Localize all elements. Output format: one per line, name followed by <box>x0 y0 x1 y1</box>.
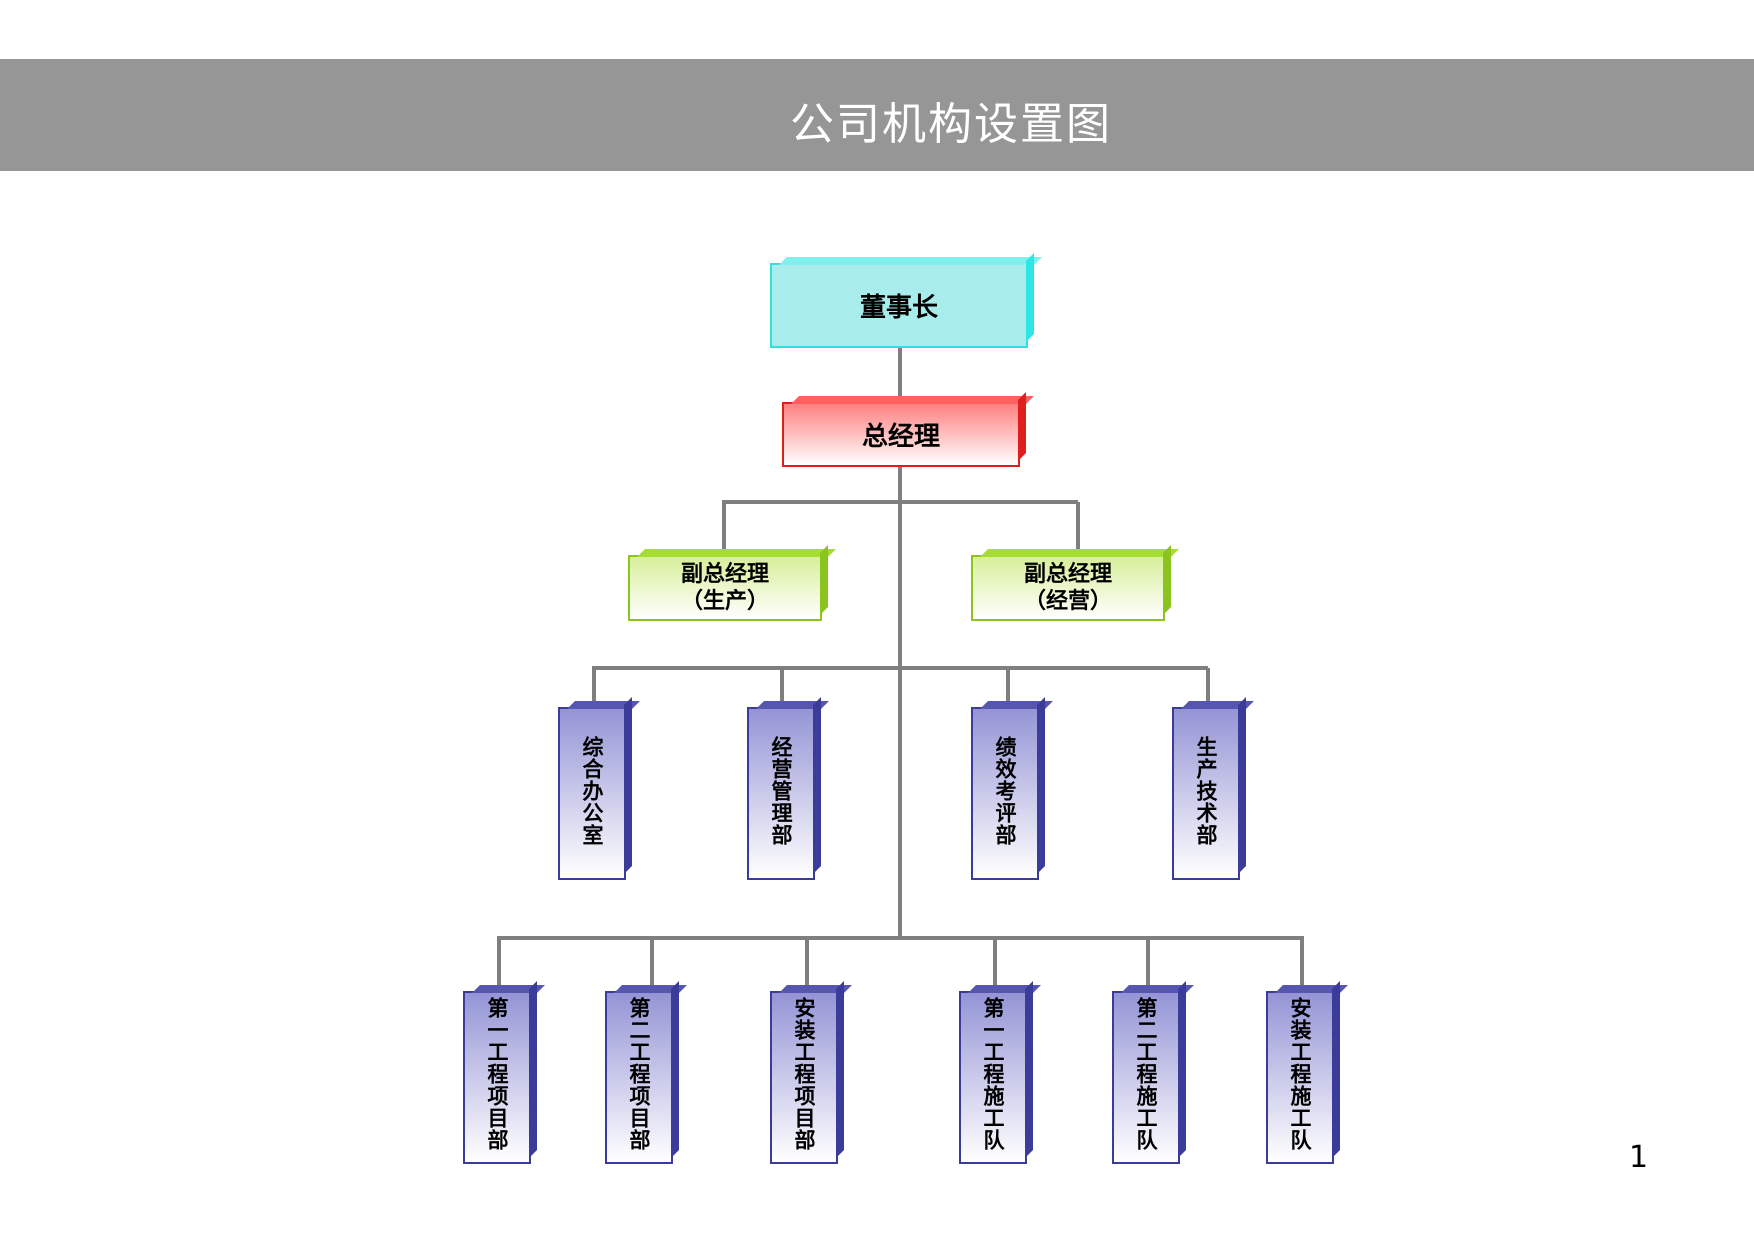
unit-box: 第一工程项目部 <box>463 991 531 1164</box>
department-box: 经营管理部 <box>747 707 815 880</box>
unit-label: 安装工程施工队 <box>1288 997 1312 1151</box>
department-box: 绩效考评部 <box>971 707 1039 880</box>
chairman-label: 董事长 <box>859 293 938 323</box>
unit-label: 第二工程项目部 <box>627 997 651 1151</box>
department-label: 绩效考评部 <box>993 735 1017 846</box>
unit-label: 第一工程项目部 <box>485 997 509 1151</box>
chairman-box: 董事长 <box>770 263 1028 348</box>
vice-manager-title: 副总经理 <box>680 562 769 587</box>
unit-label: 第一工程施工队 <box>981 997 1005 1151</box>
department-label: 综合办公室 <box>580 735 604 846</box>
unit-box: 第二工程施工队 <box>1112 991 1180 1164</box>
unit-box: 安装工程项目部 <box>770 991 838 1164</box>
general-manager-label: 总经理 <box>861 422 940 452</box>
vice-manager-operations-box: 副总经理 （经营） <box>971 555 1165 621</box>
vice-manager-title: 副总经理 <box>1023 562 1112 587</box>
unit-label: 第二工程施工队 <box>1134 997 1158 1151</box>
vice-manager-scope: （经营） <box>1023 589 1112 614</box>
page-number: 1 <box>1629 1140 1649 1175</box>
vice-manager-scope: （生产） <box>680 589 769 614</box>
header-bar <box>0 59 1754 171</box>
page-title: 公司机构设置图 <box>790 99 1112 150</box>
unit-box: 第二工程项目部 <box>605 991 673 1164</box>
department-box: 综合办公室 <box>558 707 626 880</box>
unit-box: 第一工程施工队 <box>959 991 1027 1164</box>
department-label: 经营管理部 <box>769 735 793 846</box>
unit-box: 安装工程施工队 <box>1266 991 1334 1164</box>
vice-manager-production-box: 副总经理 （生产） <box>628 555 822 621</box>
unit-label: 安装工程项目部 <box>792 997 816 1151</box>
department-box: 生产技术部 <box>1172 707 1240 880</box>
department-label: 生产技术部 <box>1194 735 1218 846</box>
general-manager-box: 总经理 <box>782 402 1020 467</box>
